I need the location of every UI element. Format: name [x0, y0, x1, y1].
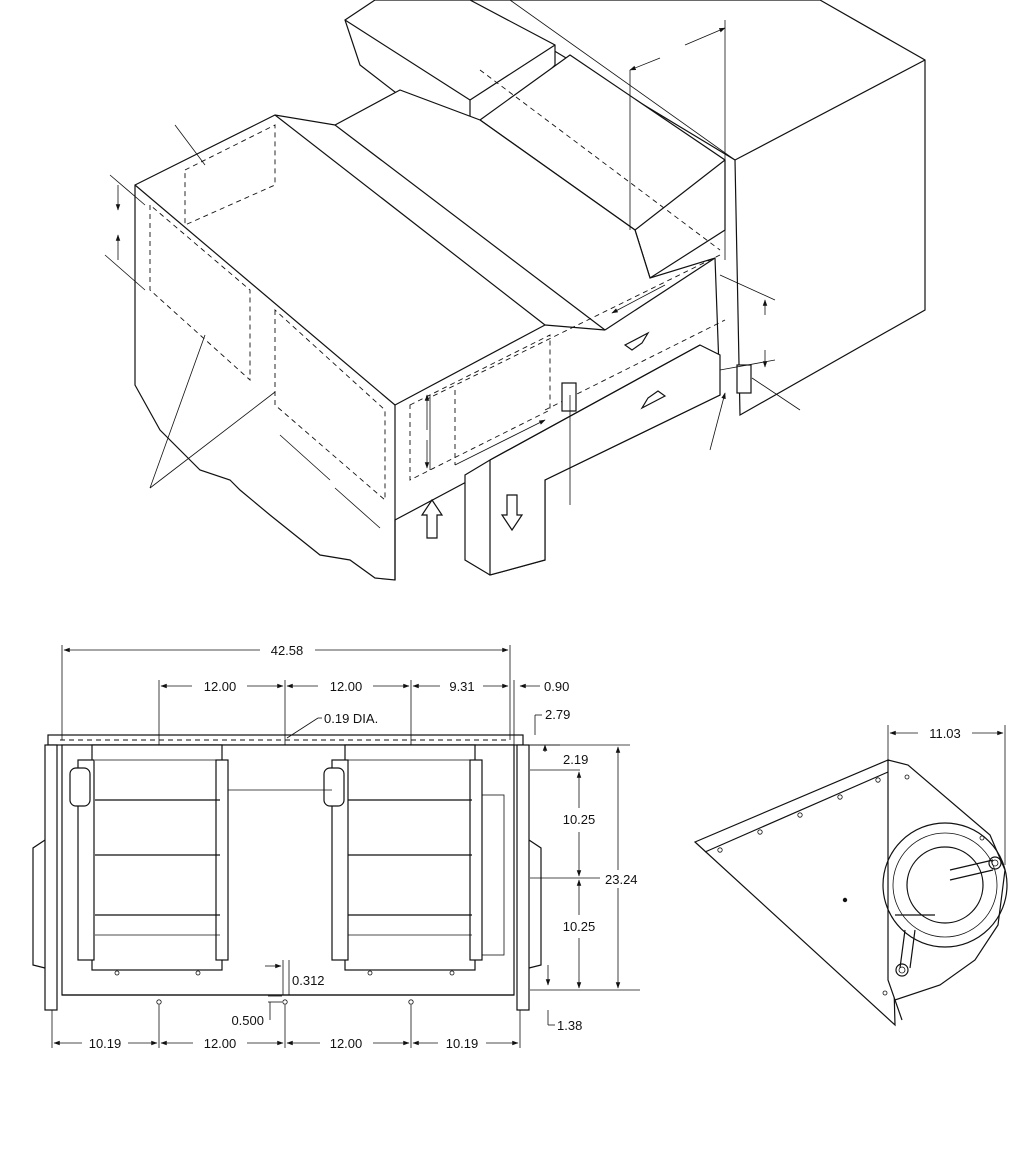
- dim-overall-width: 42.58: [271, 643, 304, 658]
- dim-bottom-spacing-3: 12.00: [330, 1036, 363, 1051]
- dim-side-depth: 11.03: [929, 726, 961, 741]
- dim-height-lower: 10.25: [563, 919, 596, 934]
- dim-slot-width: 0.312: [292, 973, 325, 988]
- dim-hole-dia: 0.19 DIA.: [324, 711, 378, 726]
- dim-flange-offset: 0.90: [544, 679, 569, 694]
- dim-top-spacing-1: 12.00: [204, 679, 237, 694]
- control-box-right: [736, 364, 752, 394]
- side-view: 11.03: [693, 725, 1008, 1027]
- airflow-arrow-right: [623, 331, 650, 351]
- dim-slot-length: 0.500: [231, 1013, 264, 1028]
- airflow-arrow-down: [500, 494, 524, 532]
- blower-left: [69, 744, 229, 976]
- dim-bottom-spacing-4: 10.19: [446, 1036, 479, 1051]
- dim-bottom-spacing-1: 10.19: [89, 1036, 122, 1051]
- front-view: 42.58 12.00 12.00 9.31 0.90 0.19 DIA. 2.…: [32, 643, 640, 1051]
- dim-top-spacing-3: 9.31: [449, 679, 474, 694]
- dim-bottom-offset: 1.38: [557, 1018, 582, 1033]
- airflow-arrow-left: [640, 390, 667, 410]
- side-panel: [693, 759, 896, 1027]
- dim-inlet-offset: 2.19: [563, 752, 588, 767]
- blower-wheel: [882, 822, 1008, 948]
- airflow-arrow-up: [420, 498, 444, 539]
- dim-overall-height: 23.24: [605, 872, 638, 887]
- dim-height-upper: 10.25: [563, 812, 596, 827]
- blower-right: [323, 744, 505, 976]
- dim-top-offset: 2.79: [545, 707, 570, 722]
- control-box-left: [561, 382, 577, 412]
- dim-bottom-spacing-2: 12.00: [204, 1036, 237, 1051]
- dim-top-spacing-2: 12.00: [330, 679, 363, 694]
- isometric-view: [104, 0, 926, 581]
- blower-scroll: [887, 759, 1006, 1001]
